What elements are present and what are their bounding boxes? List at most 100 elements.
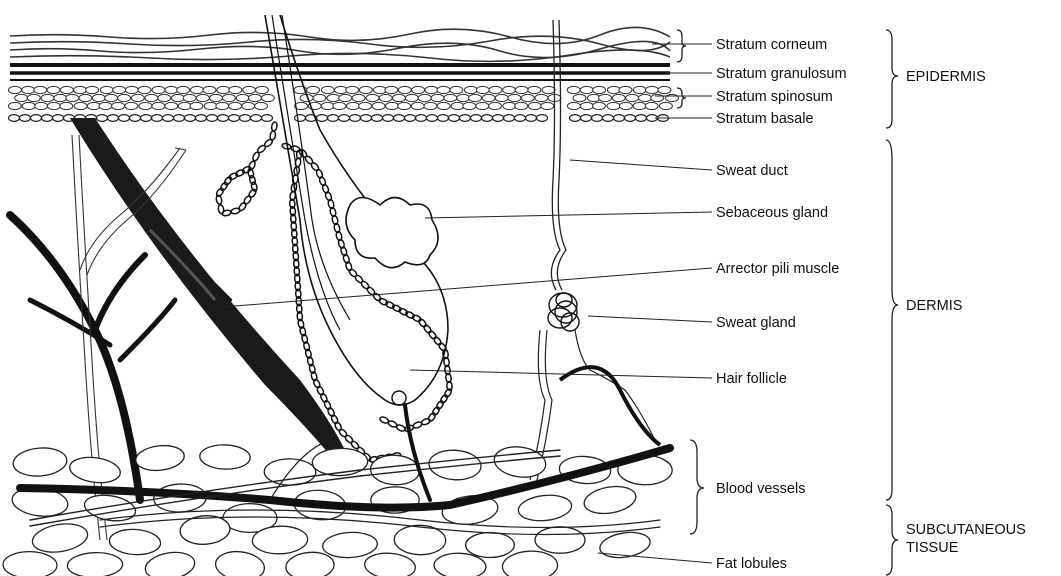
label-epidermis: EPIDERMIS (906, 69, 986, 85)
gland-duct-bead (344, 434, 354, 444)
spinosum-cell (573, 94, 586, 101)
group-labels: EPIDERMIS DERMIS SUBCUTANEOUS TISSUE (906, 69, 1026, 556)
spinosum-cell (152, 86, 165, 93)
spinosum-cell (346, 86, 359, 93)
basale-cell (9, 115, 20, 122)
spinosum-cell (405, 94, 418, 101)
basale-cell (405, 115, 416, 122)
spinosum-cell (372, 102, 385, 109)
basale-cell (20, 115, 31, 122)
spinosum-cell (437, 102, 450, 109)
spinosum-cell (599, 94, 612, 101)
spinosum-cell (248, 94, 261, 101)
spinosum-cell (469, 94, 482, 101)
spinosum-cell (542, 86, 555, 93)
spinosum-cell (183, 94, 196, 101)
basale-cell (328, 115, 339, 122)
basale-cell (614, 115, 625, 122)
spinosum-cell (178, 102, 191, 109)
gland-duct-bead (372, 292, 382, 302)
fat-lobule (285, 551, 335, 576)
spinosum-cell (321, 86, 334, 93)
fat-lobule (68, 455, 122, 486)
fat-lobule (502, 550, 558, 576)
basale-cell (526, 115, 537, 122)
spinosum-cell (567, 86, 580, 93)
spinosum-cell (633, 86, 646, 93)
basale-cell (372, 115, 383, 122)
basale-cell (174, 115, 185, 122)
label-hair-follicle: Hair follicle (716, 371, 787, 387)
fat-lobule (466, 532, 515, 557)
spinosum-cell (431, 94, 444, 101)
label-stratum-corneum: Stratum corneum (716, 37, 827, 53)
spinosum-cell (74, 102, 87, 109)
spinosum-cell (236, 94, 249, 101)
basale-cell (218, 115, 229, 122)
spinosum-cell (425, 86, 438, 93)
spinosum-cell (658, 86, 671, 93)
spinosum-cell (35, 102, 48, 109)
basale-cell (427, 115, 438, 122)
basale-cell (537, 115, 548, 122)
gland-duct-bead (243, 195, 253, 205)
label-sweat-gland: Sweat gland (716, 315, 796, 331)
basale-cell (383, 115, 394, 122)
basale-cell (262, 115, 273, 122)
fat-lobule (83, 492, 138, 525)
stratum-spinosum-cells (8, 86, 678, 109)
basale-cell (196, 115, 207, 122)
spinosum-cell (229, 86, 242, 93)
spinosum-cell (125, 102, 138, 109)
spinosum-cell (626, 94, 639, 101)
spinosum-cell (60, 86, 73, 93)
spinosum-cell (113, 86, 126, 93)
spinosum-cell (392, 94, 405, 101)
spinosum-cell (457, 94, 470, 101)
fat-lobule (3, 551, 57, 576)
spinosum-cell (612, 94, 625, 101)
basale-cell (625, 115, 636, 122)
fat-lobule (134, 443, 185, 473)
dark-vessel-right (560, 367, 660, 445)
basale-cell (636, 115, 647, 122)
gland-duct-bead (242, 165, 252, 174)
spinosum-cell (489, 102, 502, 109)
fat-lobule (517, 493, 573, 523)
spinosum-cell (567, 102, 580, 109)
basale-cell (361, 115, 372, 122)
spinosum-cell (8, 86, 21, 93)
spinosum-cell (112, 102, 125, 109)
spinosum-cell (99, 102, 112, 109)
spinosum-cell (255, 102, 268, 109)
gland-duct-bead (427, 412, 436, 422)
basale-cell (207, 115, 218, 122)
basale-cell (493, 115, 504, 122)
gland-duct-bead (354, 274, 364, 284)
label-sweat-duct: Sweat duct (716, 163, 788, 179)
spinosum-cell (412, 86, 425, 93)
spinosum-cell (385, 86, 398, 93)
spinosum-cell (190, 102, 203, 109)
basale-cell (603, 115, 614, 122)
basale-cell (53, 115, 64, 122)
arrector-pili-muscle-highlight (150, 230, 215, 300)
spinosum-cell (105, 94, 118, 101)
spinosum-cell (313, 94, 326, 101)
gland-duct-bead (423, 324, 433, 334)
spinosum-cell (659, 102, 672, 109)
gland-duct-bead (360, 280, 370, 290)
gland-duct-bead (281, 143, 291, 150)
label-sebaceous-gland: Sebaceous gland (716, 205, 828, 221)
gland-duct-bead (310, 162, 320, 172)
spinosum-cell (255, 86, 268, 93)
spinosum-cell (495, 94, 508, 101)
spinosum-cell (216, 102, 229, 109)
label-blood-vessels: Blood vessels (716, 481, 805, 497)
basale-cell (482, 115, 493, 122)
spinosum-cell (633, 102, 646, 109)
spinosum-cell (619, 86, 632, 93)
fat-lobule (428, 449, 482, 482)
spinosum-cell (352, 94, 365, 101)
spinosum-cell (593, 102, 606, 109)
